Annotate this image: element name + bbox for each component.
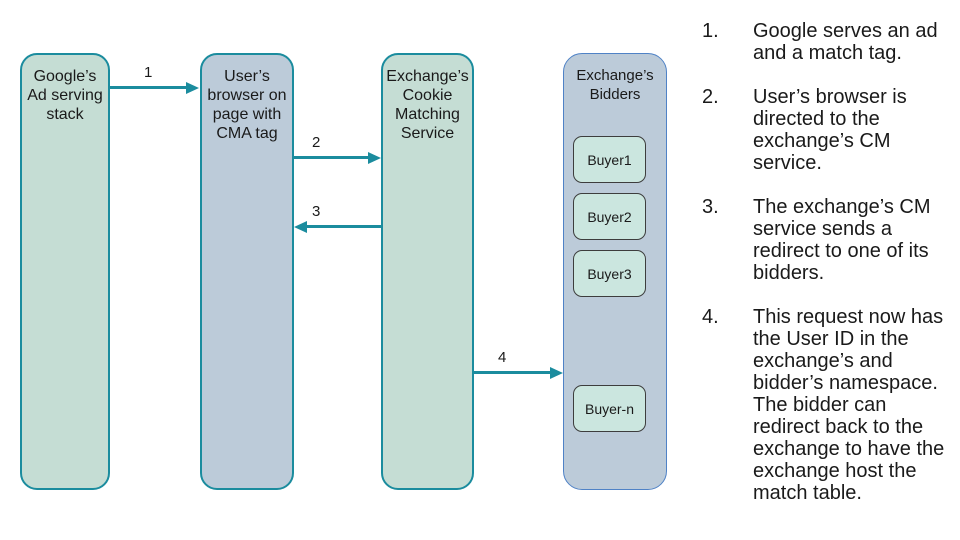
node-cookie-matching-service: Exchange’s Cookie Matching Service: [381, 53, 474, 490]
buyer1-label: Buyer1: [587, 151, 632, 168]
step-text: Google serves an ad and a match tag.: [753, 20, 938, 64]
arrow-step2: 2: [294, 134, 381, 164]
step-number: 4.: [702, 306, 719, 328]
node-bidders-label: Exchange’s Bidders: [576, 67, 654, 103]
arrow-step1: 1: [110, 64, 199, 94]
arrow-right-icon: [368, 151, 381, 164]
node-cms-label: Exchange’s Cookie Matching Service: [386, 68, 469, 142]
steps-list: 1. Google serves an ad and a match tag. …: [702, 20, 958, 526]
arrow-step4-line: [474, 371, 554, 374]
node-user-browser: User’s browser on page with CMA tag: [200, 53, 294, 490]
buyer-n-box: Buyer-n: [573, 385, 646, 432]
buyer3-box: Buyer3: [573, 250, 646, 297]
list-item: 1. Google serves an ad and a match tag.: [702, 20, 958, 64]
step-text: This request now has the User ID in the …: [753, 306, 945, 504]
step-number: 2.: [702, 86, 719, 108]
arrow-step2-line: [294, 156, 372, 159]
arrow-step3-label: 3: [312, 203, 321, 220]
arrow-step4: 4: [474, 349, 563, 379]
buyer2-box: Buyer2: [573, 193, 646, 240]
arrow-right-icon: [186, 81, 199, 94]
node-browser-label: User’s browser on page with CMA tag: [207, 68, 287, 142]
step-number: 1.: [702, 20, 719, 42]
arrow-left-icon: [294, 220, 307, 233]
arrow-step1-label: 1: [144, 64, 153, 81]
node-google-label: Google’s Ad serving stack: [27, 68, 103, 123]
step-number: 3.: [702, 196, 719, 218]
buyer1-box: Buyer1: [573, 136, 646, 183]
buyer-n-label: Buyer-n: [584, 400, 635, 417]
node-google-ad-serving-stack: Google’s Ad serving stack: [20, 53, 110, 490]
step-text: The exchange’s CM service sends a redire…: [753, 196, 931, 284]
list-item: 4. This request now has the User ID in t…: [702, 306, 958, 504]
list-item: 2. User’s browser is directed to the exc…: [702, 86, 958, 174]
buyer3-label: Buyer3: [587, 265, 632, 282]
list-item: 3. The exchange’s CM service sends a red…: [702, 196, 958, 284]
arrow-step2-label: 2: [312, 134, 321, 151]
arrow-step4-label: 4: [498, 349, 507, 366]
arrow-right-icon: [550, 366, 563, 379]
node-exchange-bidders: Exchange’s Bidders Buyer1 Buyer2 Buyer3 …: [563, 53, 667, 490]
arrow-step1-line: [110, 86, 190, 89]
arrow-step3-line: [303, 225, 381, 228]
buyer2-label: Buyer2: [587, 208, 632, 225]
arrow-step3: 3: [294, 203, 381, 233]
step-text: User’s browser is directed to the exchan…: [753, 86, 907, 174]
